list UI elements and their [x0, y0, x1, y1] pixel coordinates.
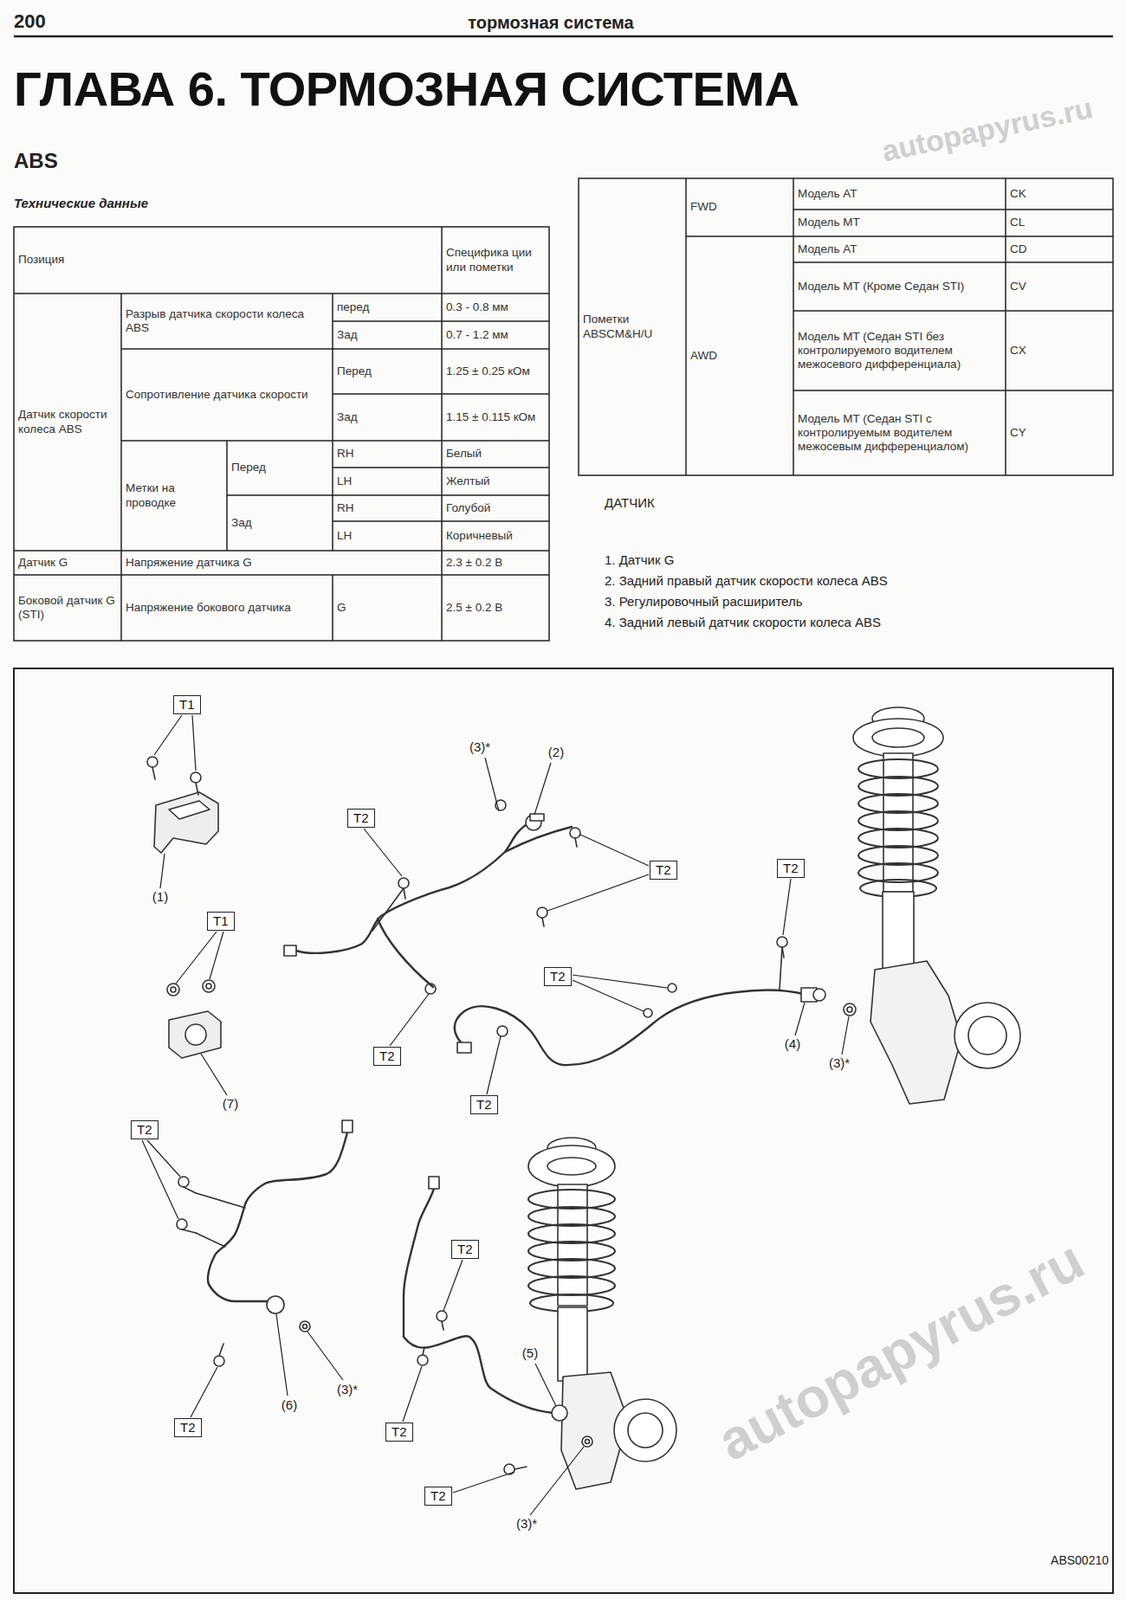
table-cell: AWD	[690, 237, 790, 475]
torque-code: T2	[476, 1097, 492, 1114]
table-cell: RH	[336, 441, 438, 467]
torque-callout-box: T2	[347, 808, 376, 829]
torque-code: T2	[180, 1420, 196, 1437]
torque-code: T1	[179, 697, 195, 713]
legend-item: 2. Задний правый датчик скорости колеса …	[604, 573, 888, 589]
torque-callout-box: T2	[776, 859, 805, 879]
table-cell: Напряжение датчика G	[125, 551, 438, 575]
table-cell: Перед	[336, 349, 438, 394]
callout-number: (7)	[208, 1096, 253, 1113]
torque-code: T2	[136, 1122, 153, 1139]
callout-number: (6)	[267, 1397, 311, 1414]
table-cell: перед	[336, 294, 438, 321]
table-cell: Модель AT	[797, 179, 1002, 209]
table-cell: Сопротивление датчика скорости	[125, 349, 329, 441]
torque-code: T2	[430, 1488, 447, 1505]
page-number: 200	[13, 10, 46, 33]
table-cell: Модель AT	[797, 237, 1002, 262]
table-cell: LH	[336, 468, 438, 495]
table-cell: Модель MT (Седан STI с контролируемым во…	[797, 391, 1002, 475]
torque-code: T2	[379, 1048, 395, 1065]
callout-number: (1)	[138, 889, 182, 906]
torque-callout-box: T2	[543, 967, 572, 987]
table-cell: Специфика ции или пометки	[446, 227, 545, 293]
table-cell: 1.15 ± 0.115 кОм	[446, 394, 545, 441]
torque-code: T1	[213, 913, 229, 930]
table-cell: Зад	[336, 394, 438, 441]
table-cell: Пометки ABSCM&H/U	[582, 179, 682, 475]
table-cell: Белый	[446, 441, 545, 467]
legend-heading: ДАТЧИК	[604, 495, 655, 512]
torque-callout-box: T2	[424, 1487, 453, 1507]
table-cell: CL	[1009, 210, 1109, 236]
table-cell: Позиция	[18, 227, 438, 293]
table-cell: 0.7 - 1.2 мм	[446, 322, 545, 349]
torque-code: T2	[457, 1242, 473, 1258]
figure-code: ABS00210	[935, 1553, 1109, 1569]
table-cell: Метки на проводке	[125, 441, 223, 551]
torque-code: T2	[353, 810, 369, 827]
legend-item: 3. Регулировочный расширитель	[604, 594, 803, 610]
table-cell: G	[336, 575, 438, 641]
table-cell: FWD	[690, 179, 790, 236]
table-cell: CD	[1009, 237, 1109, 262]
torque-code: T2	[655, 862, 672, 879]
table-cell: Зад	[336, 322, 438, 349]
torque-callout-box: T2	[451, 1240, 479, 1260]
table-cell: 0.3 - 0.8 мм	[446, 294, 545, 321]
table-cell: Датчик скорости колеса ABS	[18, 294, 117, 551]
table-cell: Модель MT (Кроме Седан STI)	[797, 263, 1002, 311]
callout-number: (5)	[508, 1346, 552, 1362]
torque-callout-box: T2	[385, 1423, 414, 1443]
callout-number: (3)*	[325, 1382, 369, 1398]
table-cell: Зад	[231, 496, 329, 551]
table-cell: LH	[336, 522, 438, 551]
callout-number: (4)	[770, 1036, 815, 1053]
legend-item: 1. Датчик G	[604, 552, 674, 569]
torque-callout-box: T2	[470, 1095, 499, 1115]
table-cell: Коричневый	[446, 522, 545, 551]
torque-callout-box: T1	[173, 695, 201, 715]
page-title: ГЛАВА 6. ТОРМОЗНАЯ СИСТЕМА	[13, 62, 799, 117]
torque-callout-box: T2	[174, 1418, 202, 1438]
torque-code: T2	[391, 1424, 408, 1441]
table-cell: Боковой датчик G (STI)	[18, 575, 117, 641]
table-cell: 1.25 ± 0.25 кОм	[446, 349, 545, 394]
table-cell: RH	[336, 496, 438, 521]
section-heading: ABS	[13, 148, 59, 175]
legend-item: 4. Задний левый датчик скорости колеса A…	[604, 614, 881, 631]
callout-number: (3)*	[458, 739, 502, 756]
torque-callout-box: T2	[373, 1047, 402, 1067]
table-cell: Модель MT (Седан STI без контролируемого…	[797, 311, 1002, 390]
watermark: autopapyrus.ru	[879, 91, 1096, 169]
torque-code: T2	[783, 860, 799, 877]
table-caption: Технические данные	[13, 195, 149, 212]
table-cell: 2.5 ± 0.2 В	[446, 575, 545, 641]
table-cell: Разрыв датчика скорости колеса ABS	[125, 294, 329, 349]
watermark: autopapyrus.ru	[708, 1229, 1094, 1474]
table-cell: CX	[1009, 311, 1109, 390]
table-cell: CY	[1009, 391, 1109, 475]
table-cell: Напряжение бокового датчика	[125, 575, 329, 641]
table-cell: Желтый	[446, 468, 545, 495]
table-cell: 2.3 ± 0.2 В	[446, 551, 545, 575]
torque-callout-box: T2	[649, 860, 678, 881]
table-cell: CV	[1009, 263, 1109, 311]
callout-number: (3)*	[504, 1516, 549, 1533]
table-cell: CK	[1009, 179, 1109, 209]
callout-number: (3)*	[817, 1055, 861, 1072]
torque-callout-box: T1	[207, 912, 235, 932]
torque-callout-box: T2	[130, 1120, 159, 1140]
table-cell: Модель MT	[797, 210, 1002, 236]
running-header: тормозная система	[334, 12, 768, 33]
torque-code: T2	[550, 969, 566, 985]
table-cell: Датчик G	[18, 551, 117, 575]
table-cell: Голубой	[446, 496, 545, 521]
table-cell: Перед	[231, 441, 329, 495]
callout-number: (2)	[534, 744, 578, 761]
